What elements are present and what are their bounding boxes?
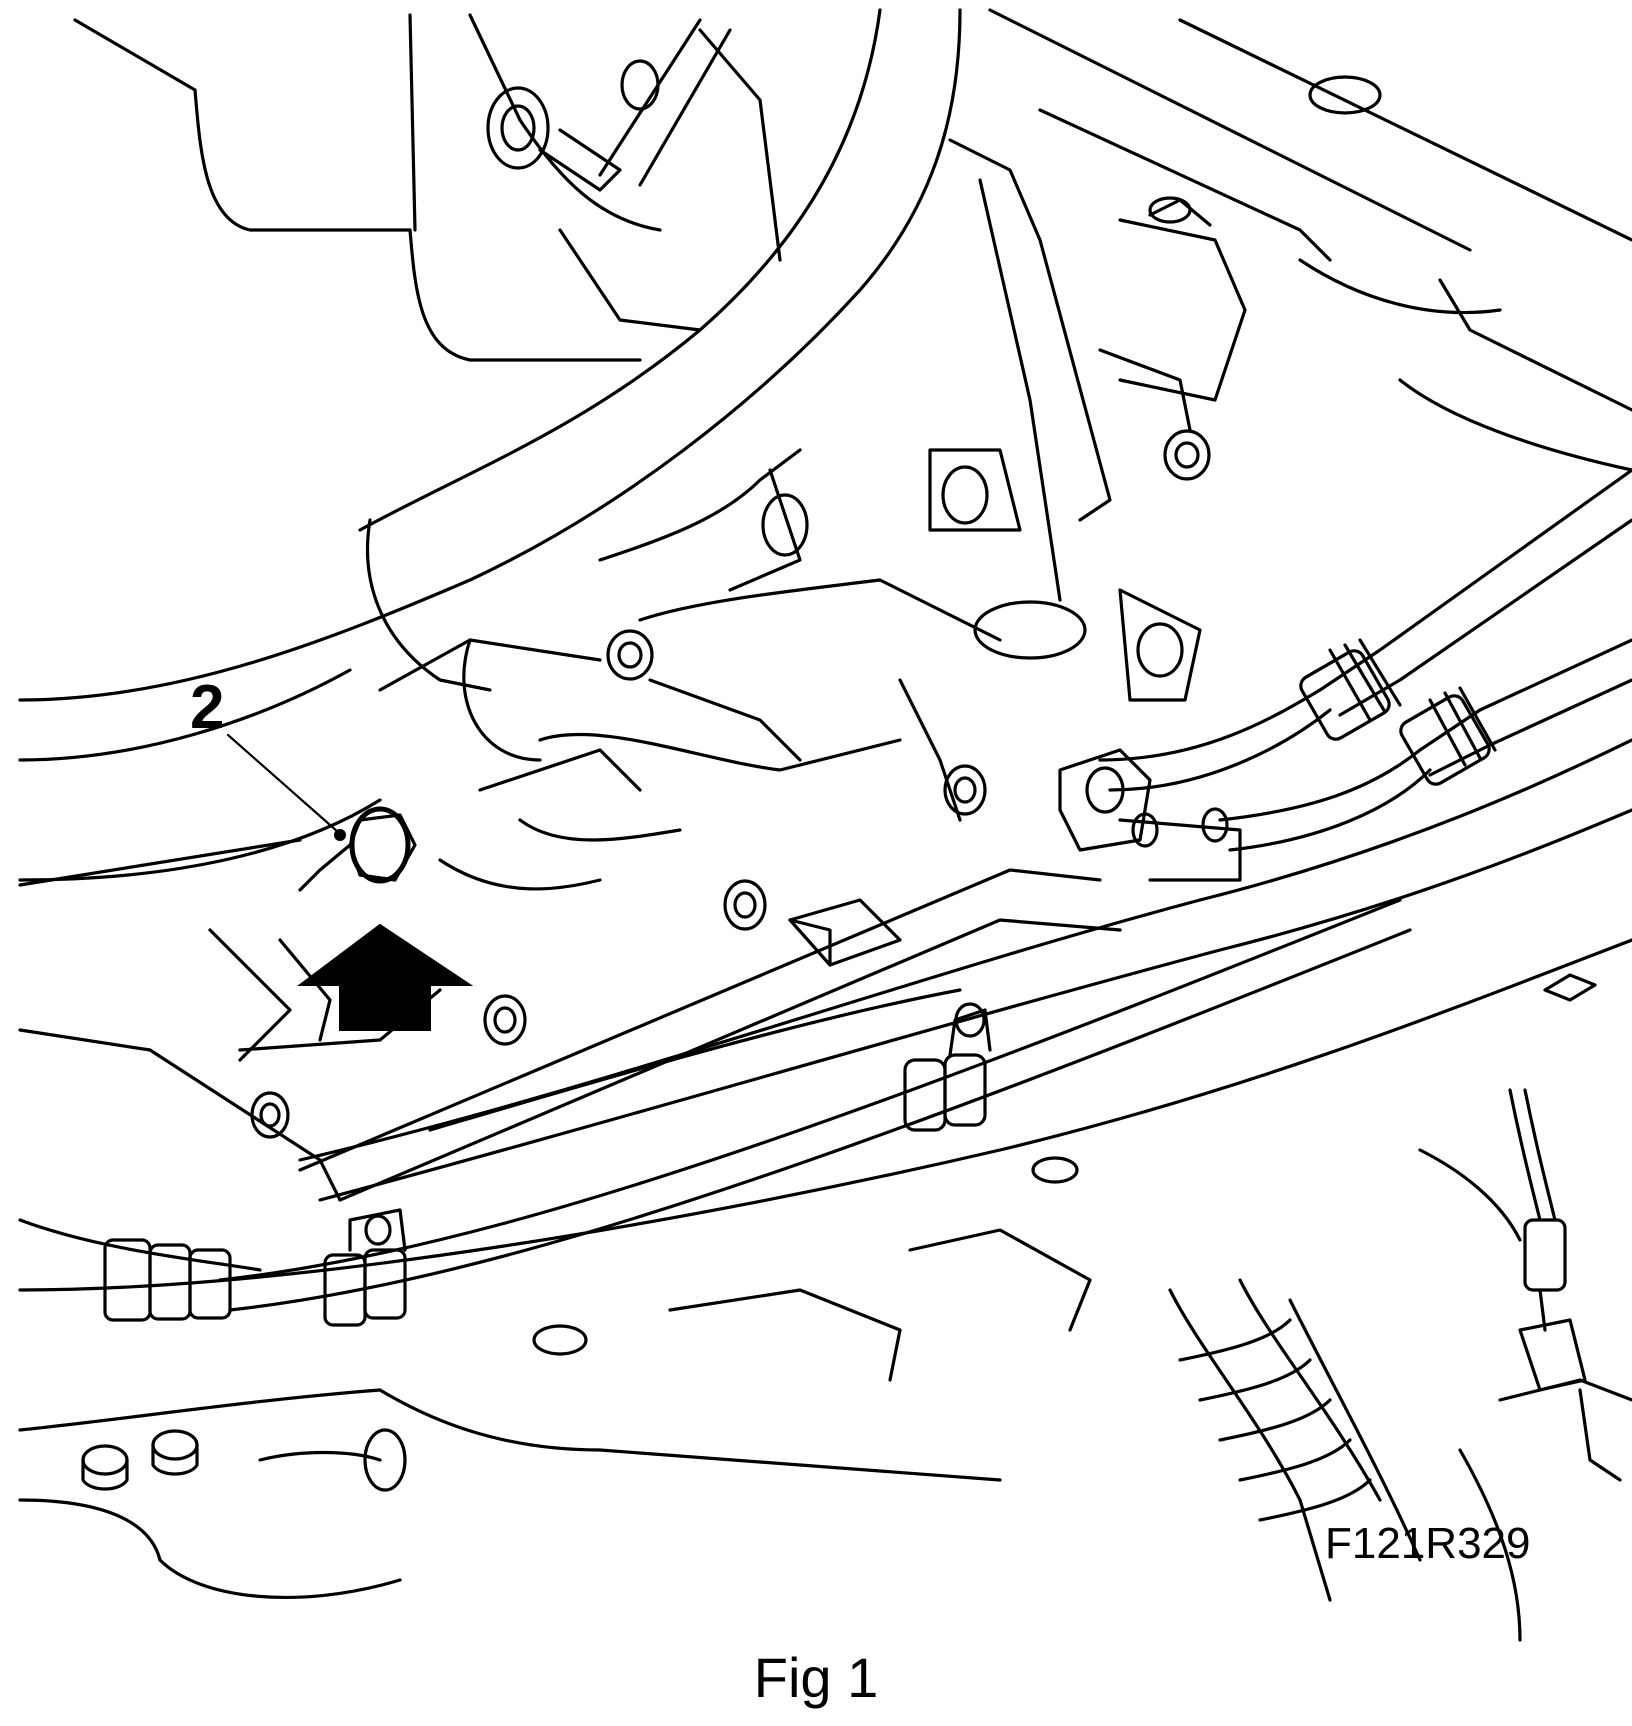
hose-union-block: [1058, 748, 1242, 882]
drawing-code-label: F121R329: [1325, 1519, 1530, 1568]
lower-control-arm: [18, 1388, 1002, 1600]
lower-frame-rails: [18, 738, 1632, 1292]
callout-number: 2: [190, 673, 224, 742]
mounting-bracket: [928, 138, 1202, 702]
oil-filter-housing: [1098, 196, 1247, 481]
suspension-bolts: [81, 1429, 199, 1491]
drain-plug: [298, 806, 417, 892]
upper-body-outline: [73, 13, 782, 362]
callout-2: 2: [190, 673, 346, 841]
oil-pan-bolts: [250, 629, 987, 1139]
oil-pan: [366, 448, 1087, 891]
oil-pan-edges: [148, 638, 1122, 1202]
direction-arrow: [297, 923, 474, 1031]
lower-right-bracket: [1458, 1378, 1632, 1642]
engine-block-right: [988, 8, 1632, 472]
frame-holes: [532, 973, 1597, 1382]
upper-pipe: [486, 18, 732, 192]
drive-axle-boot: [1168, 1278, 1422, 1602]
hose-fittings: [1299, 638, 1497, 786]
pan-tab: [788, 898, 902, 967]
callout-dot: [334, 829, 346, 841]
subframe-curve: [18, 8, 962, 882]
up-arrow-icon: [297, 923, 474, 1031]
abs-sensor-cable: [1418, 1088, 1587, 1392]
figure-caption: Fig 1: [753, 1646, 879, 1709]
lower-brake-pipe: [103, 898, 1412, 1327]
